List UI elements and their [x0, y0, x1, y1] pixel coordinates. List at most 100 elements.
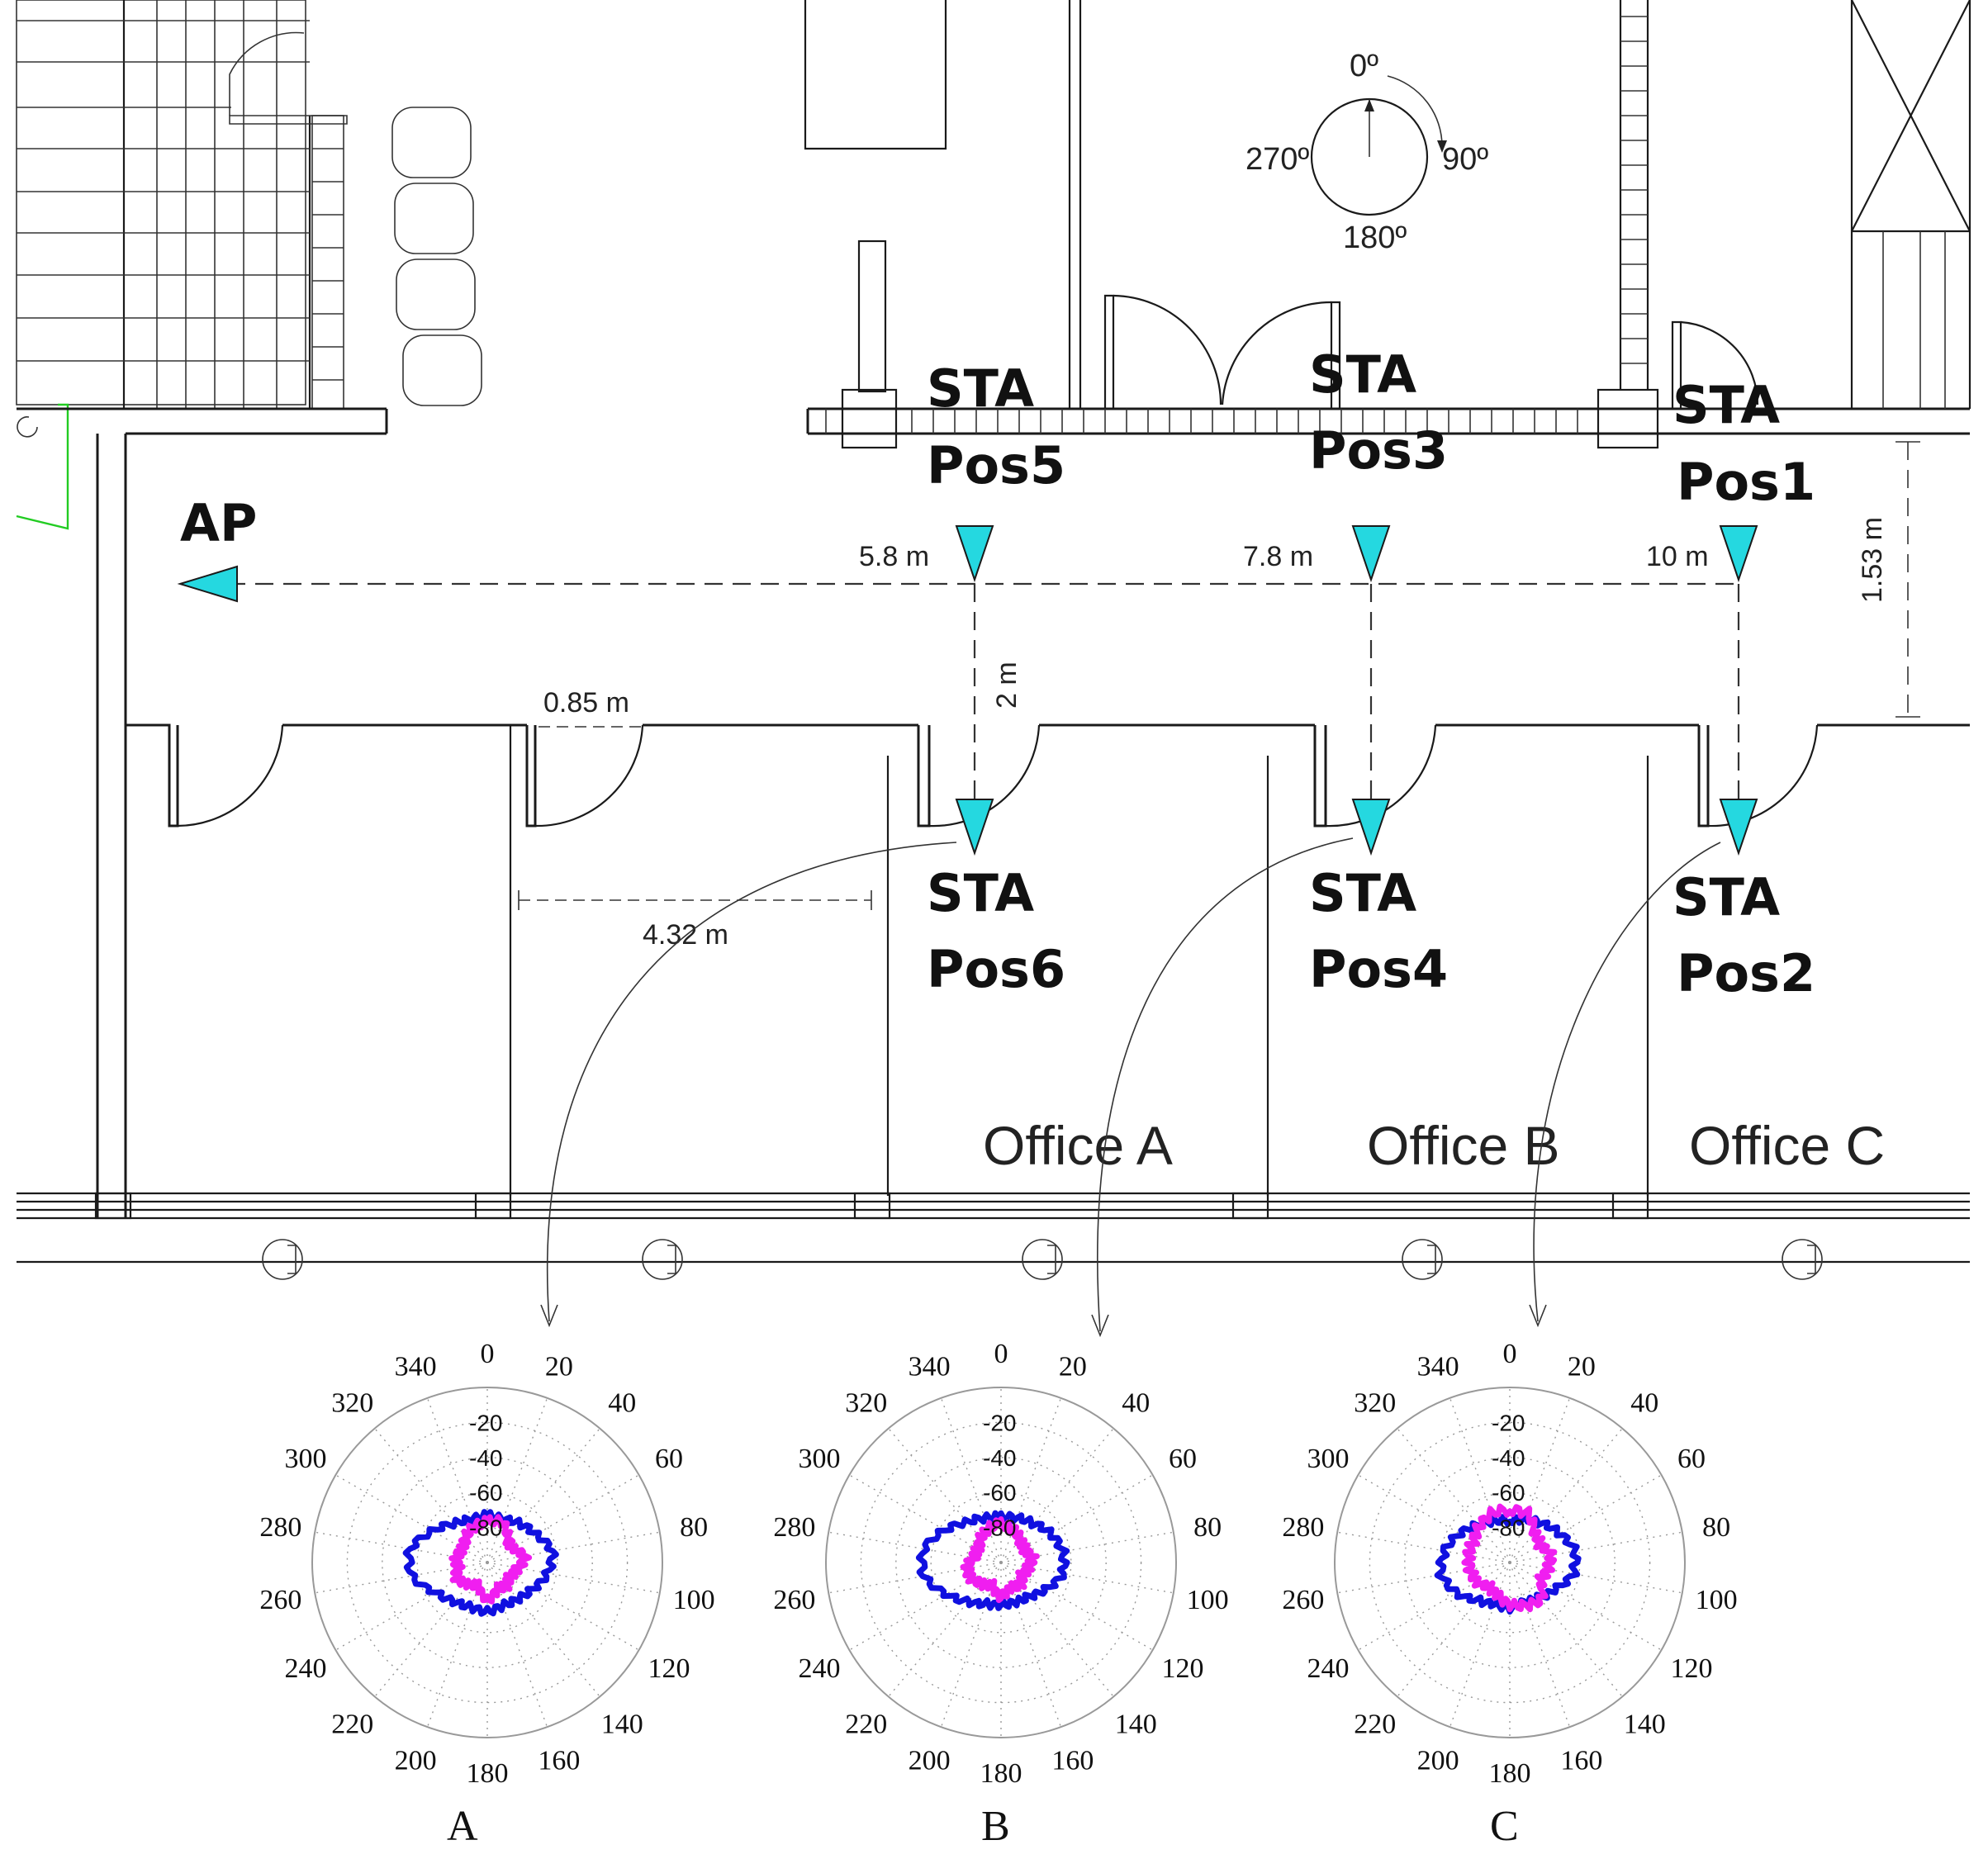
top-rooms	[804, 0, 1971, 409]
station-marker	[1719, 525, 1758, 583]
polar-grid-spoke	[486, 1397, 548, 1563]
polar-angle-label: 100	[1187, 1585, 1229, 1615]
polar-grid-spoke	[1449, 1562, 1511, 1728]
polar-panel-label: A	[447, 1803, 478, 1850]
polar-series-line	[1461, 1503, 1558, 1613]
measurement-lines	[227, 441, 1920, 910]
polar-angle-label: 200	[909, 1746, 951, 1776]
polar-grid-spoke	[486, 1531, 660, 1563]
polar-panel-label: B	[981, 1803, 1010, 1850]
polar-grid-spoke	[486, 1562, 639, 1651]
polar-angle-label: 0	[994, 1339, 1008, 1369]
polar-grid-spoke	[1509, 1428, 1623, 1563]
ap-marker	[177, 565, 238, 603]
station-line1: STA	[1672, 867, 1780, 927]
polar-grid-spoke	[940, 1397, 1002, 1563]
polar-ring-label: -60	[983, 1480, 1016, 1506]
polar-ring-label: -60	[469, 1480, 502, 1506]
polar-ring-label: -40	[983, 1445, 1016, 1471]
polar-grid-spoke	[1000, 1562, 1062, 1728]
polar-angle-label: 40	[608, 1387, 636, 1418]
polar-grid-spoke	[486, 1428, 600, 1563]
polar-angle-label: 340	[1417, 1351, 1459, 1382]
polar-grid-spoke	[426, 1562, 488, 1728]
polar-grid-spoke	[374, 1562, 488, 1697]
polar-ring-label: -20	[469, 1410, 502, 1435]
polar-ring-label: -80	[983, 1515, 1016, 1541]
seating	[391, 107, 482, 406]
polar-series-line	[915, 1510, 1070, 1611]
polar-angle-label: 220	[331, 1710, 373, 1740]
polar-grid-spoke	[1509, 1562, 1682, 1594]
polar-angle-label: 320	[1354, 1387, 1396, 1418]
compass-west-label: 270º	[1245, 142, 1309, 177]
polar-angle-label: 60	[1677, 1444, 1706, 1474]
polar-grid-spoke	[1509, 1562, 1623, 1697]
polar-grid-spoke	[1337, 1531, 1511, 1563]
polar-grid-spoke	[1000, 1397, 1062, 1563]
office-b-label: Office B	[1367, 1115, 1560, 1176]
polar-angle-label: 40	[1122, 1387, 1150, 1418]
station-line2: Pos2	[1677, 943, 1815, 1003]
polar-grid-spoke	[828, 1562, 1002, 1594]
polar-angle-label: 120	[1670, 1653, 1712, 1684]
polar-grid-ring	[346, 1421, 629, 1704]
green-door	[16, 403, 69, 530]
polar-angle-label: 100	[1696, 1585, 1738, 1615]
station-pos6: STA Pos6	[927, 799, 1065, 999]
polar-grid-spoke	[426, 1397, 488, 1563]
polar-angle-label: 300	[1307, 1444, 1350, 1474]
polar-grid-spoke	[940, 1562, 1002, 1728]
corridor-offset-label: 2 m	[991, 662, 1022, 709]
station-line2: Pos5	[927, 435, 1065, 496]
station-pos3: STA Pos3	[1309, 344, 1448, 583]
office-a-label: Office A	[983, 1115, 1173, 1176]
station-line2: Pos4	[1309, 939, 1448, 999]
polar-grid-spoke	[315, 1562, 488, 1594]
polar-grid-spoke	[1358, 1562, 1511, 1651]
polar-grid-spoke	[1000, 1562, 1114, 1697]
polar-angle-label: 220	[1354, 1710, 1396, 1740]
polar-angle-label: 20	[1059, 1351, 1087, 1382]
polar-series-line	[448, 1514, 533, 1605]
polar-angle-label: 280	[1282, 1512, 1324, 1543]
station-marker	[1719, 799, 1758, 856]
polar-grid-spoke	[1000, 1531, 1174, 1563]
polar-angle-label: 80	[1193, 1512, 1222, 1543]
staircase	[16, 0, 348, 410]
polar-outer-ring	[311, 1387, 663, 1738]
polar-grid-ring	[860, 1421, 1142, 1704]
corridor-width-label: 1.53 m	[1857, 517, 1888, 603]
polar-grid-ring	[930, 1491, 1072, 1634]
polar-outer-ring	[825, 1387, 1177, 1738]
compass-north-label: 0º	[1350, 49, 1378, 83]
polar-angle-label: 340	[395, 1351, 437, 1382]
polar-angle-label: 120	[1161, 1653, 1203, 1684]
polar-angle-label: 240	[285, 1653, 327, 1684]
station-line1: STA	[1672, 375, 1780, 435]
polar-ring-label: -20	[983, 1410, 1016, 1435]
polar-angle-label: 140	[1624, 1710, 1666, 1740]
distance-pos1: 10 m	[1646, 541, 1709, 572]
station-marker	[1351, 525, 1391, 583]
polar-grid-spoke	[1000, 1562, 1153, 1651]
polar-angle-label: 60	[655, 1444, 683, 1474]
station-line1: STA	[927, 358, 1034, 419]
polar-angle-label: 280	[259, 1512, 301, 1543]
polar-grid-spoke	[1000, 1428, 1114, 1563]
polar-grid-spoke	[374, 1428, 488, 1563]
polar-grid-spoke	[486, 1474, 639, 1563]
polar-grid-spoke	[888, 1428, 1002, 1563]
polar-angle-label: 20	[1568, 1351, 1596, 1382]
distance-pos3: 7.8 m	[1243, 541, 1313, 572]
polar-grid-spoke	[849, 1562, 1002, 1651]
station-line1: STA	[1309, 863, 1416, 923]
polar-angle-label: 220	[845, 1710, 887, 1740]
polar-angle-label: 240	[1307, 1653, 1350, 1684]
polar-grid-spoke	[1509, 1474, 1662, 1563]
polar-grid-ring	[1369, 1421, 1651, 1704]
polar-angle-label: 340	[909, 1351, 951, 1382]
polar-angle-label: 240	[799, 1653, 841, 1684]
